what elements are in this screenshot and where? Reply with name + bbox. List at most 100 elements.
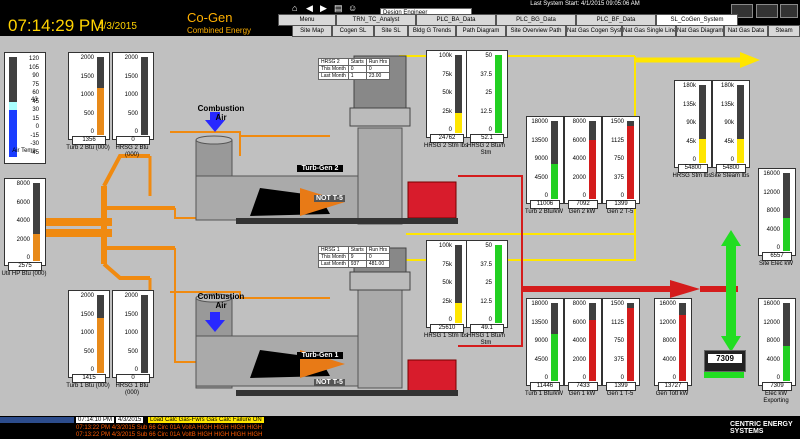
tick-label: 1500 <box>124 311 138 318</box>
hrsg2-cell: 23.00 <box>365 72 391 80</box>
tick-label: 12000 <box>763 189 780 196</box>
nav-nat-gas-single-line[interactable]: Nat Gas Single Line <box>622 25 676 37</box>
tick-label: 0 <box>448 127 452 133</box>
nav-cogen-sl[interactable]: Cogen SL <box>332 25 374 37</box>
hrsg1-cell: 481.00 <box>365 260 391 268</box>
nav-site-overview-path[interactable]: Site Overview Path <box>506 25 566 37</box>
air-arrow-1 <box>205 320 225 332</box>
nav-nat-gas-data[interactable]: Nat Gas Data <box>724 25 768 37</box>
alarm-line-2[interactable]: 07:13:22 PM 4/3/2015 Sub 66 Circ 01A Vol… <box>76 432 263 438</box>
elec-kw-track <box>783 303 790 381</box>
hrsg2-btu-value: 0 <box>116 136 150 145</box>
tick-label: 25 <box>485 90 492 96</box>
hrsg-stm-fill <box>699 139 706 163</box>
tick-label: 2000 <box>80 293 94 299</box>
tick-label: 0 <box>582 375 586 381</box>
air-temp-tick: 15 <box>32 115 39 122</box>
elec-kw-fill <box>783 346 790 381</box>
centric-logo: CENTRIC ENERGY SYSTEMS <box>730 421 793 435</box>
tick-label: 1125 <box>611 137 624 144</box>
tick-label: 2000 <box>16 236 30 243</box>
tick-label: 18000 <box>531 301 548 307</box>
user-icon[interactable]: ☺ <box>348 3 358 13</box>
air-arrow-2 <box>205 120 225 132</box>
tick-label: 8000 <box>766 208 780 214</box>
tick-label: 8000 <box>16 181 30 187</box>
nav-bldg-g-trends[interactable]: Bldg G Trends <box>408 25 456 37</box>
not-t5-label-1: NOT T-5 <box>314 379 345 386</box>
site-steam-caption: Site Steam lbs <box>710 173 750 179</box>
site-steam-track <box>737 85 744 163</box>
nav-steam[interactable]: Steam <box>768 25 800 37</box>
tick-label: 1000 <box>124 330 138 336</box>
air-temp-tick: -15 <box>30 132 39 139</box>
alarm-line-1[interactable]: 07:13:22 PM 4/3/2015 Sub 66 Circ 01A Vol… <box>76 425 263 431</box>
tick-label: 0 <box>26 255 30 261</box>
alarm-main[interactable]: Load Calc Gas-Fwrs Gas Calc Failure ON <box>148 417 264 423</box>
back-icon[interactable]: ◀ <box>306 3 313 13</box>
air-temp-tick: 105 <box>28 64 39 71</box>
tick-label: 12000 <box>763 319 780 326</box>
tick-label: 13500 <box>531 319 548 326</box>
tick-label: 4000 <box>572 338 586 344</box>
hrsg1-btuh-value: 49.1 <box>470 324 504 333</box>
tick-label: 135k <box>720 101 734 108</box>
tick-label: 500 <box>83 110 94 117</box>
settings-icon[interactable] <box>756 4 778 18</box>
tick-label: 4500 <box>534 174 548 181</box>
hrsg1-table-title: HRSG 1 <box>318 246 349 254</box>
tick-label: 12000 <box>659 319 676 326</box>
site-elec-fill <box>783 218 790 251</box>
hrsg1-stm-fill <box>455 303 462 323</box>
tick-label: 750 <box>613 338 624 344</box>
turb1-btu-track <box>97 295 104 373</box>
turb1-btu-caption: Turb 1 Btu (000) <box>66 383 110 389</box>
home-icon[interactable]: ⌂ <box>292 3 298 13</box>
alarm-scroll-handle[interactable] <box>0 417 74 423</box>
kw-display-value: 7309 <box>708 354 742 363</box>
tick-label: 4500 <box>534 356 548 363</box>
nav-site-map[interactable]: Site Map <box>292 25 332 37</box>
hrsg1-stm-value: 25610 <box>430 324 464 333</box>
combustion-air-label-1: Combustion Air <box>197 292 245 310</box>
tick-label: 2000 <box>572 356 586 363</box>
tick-label: 90k <box>686 120 696 126</box>
nav-path-diagram[interactable]: Path Diagram <box>456 25 506 37</box>
alarm-date: 4/3/2015 <box>116 417 144 423</box>
air-temp-caption: Air Temp <box>12 148 36 154</box>
tick-label: 500 <box>83 348 94 355</box>
gen1-kw-value: 7433 <box>568 382 598 391</box>
turb2-btu-caption: Turb 2 Btu (000) <box>66 145 110 151</box>
forward-icon[interactable]: ▶ <box>320 3 327 13</box>
nav-nat-gas-cogen[interactable]: Nat Gas Cogen System <box>566 25 622 37</box>
clock-time: 07:14:29 PM <box>8 16 105 35</box>
not-t5-label-2: NOT T-5 <box>314 195 345 202</box>
turb1-btu-fill <box>97 318 104 373</box>
tick-label: 4000 <box>572 156 586 162</box>
turb2-btukw-fill <box>551 164 558 199</box>
nav-nat-gas-diagram[interactable]: Nat Gas Diagram <box>676 25 724 37</box>
hrsg1-header-starts: Starts <box>347 246 367 254</box>
tick-label: 0 <box>582 193 586 199</box>
gen2-kw-fill <box>589 140 596 199</box>
nav-row: Site Map Cogen SL Site SL Bldg G Trends … <box>292 25 800 37</box>
exit-icon[interactable] <box>780 4 798 18</box>
turb1-btukw-track <box>551 303 558 381</box>
tick-label: 0 <box>620 375 624 381</box>
nav-site-sl[interactable]: Site SL <box>374 25 408 37</box>
tick-label: 45k <box>724 138 734 145</box>
steam-export-arrow <box>740 52 760 68</box>
turb2-btu-value: 1356 <box>72 136 106 145</box>
tick-label: 375 <box>613 174 624 181</box>
print-icon[interactable]: ▤ <box>334 3 343 13</box>
hrsg2-header-starts: Starts <box>347 58 367 66</box>
tick-label: 1500 <box>610 119 624 125</box>
